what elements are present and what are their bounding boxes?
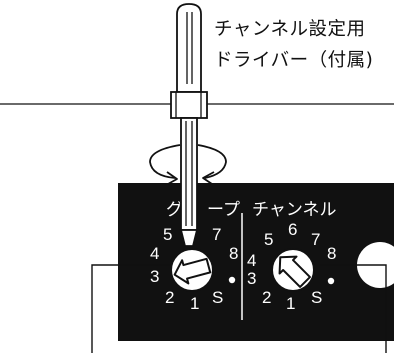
- group-label-left: グ: [166, 200, 183, 219]
- group-number: 2: [165, 288, 174, 307]
- group-number: 4: [150, 244, 159, 263]
- group-label-right: ープ: [207, 200, 240, 219]
- group-dial-dot: [228, 276, 236, 284]
- channel-dial-numbers: 6 5 7 4 8 3 2 1 S: [247, 220, 336, 313]
- channel-number: 3: [247, 269, 256, 288]
- switch-panel: [118, 183, 394, 341]
- group-number: 8: [229, 244, 238, 263]
- rotation-arrow-icon: [149, 144, 227, 185]
- group-number: 1: [190, 294, 199, 313]
- group-number: 3: [150, 267, 159, 286]
- channel-number: 7: [311, 230, 320, 249]
- screwdriver-callout: チャンネル設定用 ドライバー（付属): [214, 14, 373, 76]
- channel-dial-dot: [327, 277, 335, 285]
- channel-number: 4: [247, 251, 256, 270]
- channel-rotary-dial[interactable]: [271, 248, 315, 292]
- group-number: S: [212, 288, 223, 307]
- group-number: 5: [163, 225, 172, 244]
- callout-line-2: ドライバー（付属): [214, 50, 374, 71]
- channel-label: チャンネル: [252, 200, 337, 219]
- channel-number: 2: [262, 288, 271, 307]
- screwdriver-icon: [170, 3, 208, 247]
- bracket-lines: [91, 264, 387, 353]
- channel-number: 1: [286, 294, 295, 313]
- group-rotary-dial[interactable]: [170, 248, 214, 292]
- group-dial-numbers: 5 7 4 8 3 2 1 S: [150, 225, 238, 313]
- group-number: 7: [212, 225, 221, 244]
- callout-line-1: チャンネル設定用: [214, 19, 366, 40]
- channel-number: 5: [264, 230, 273, 249]
- channel-dial-arrow-icon: [278, 255, 311, 288]
- group-dial-arrow-icon: [173, 257, 212, 285]
- channel-number: S: [311, 288, 322, 307]
- channel-number: 8: [327, 244, 336, 263]
- channel-number: 6: [288, 220, 297, 239]
